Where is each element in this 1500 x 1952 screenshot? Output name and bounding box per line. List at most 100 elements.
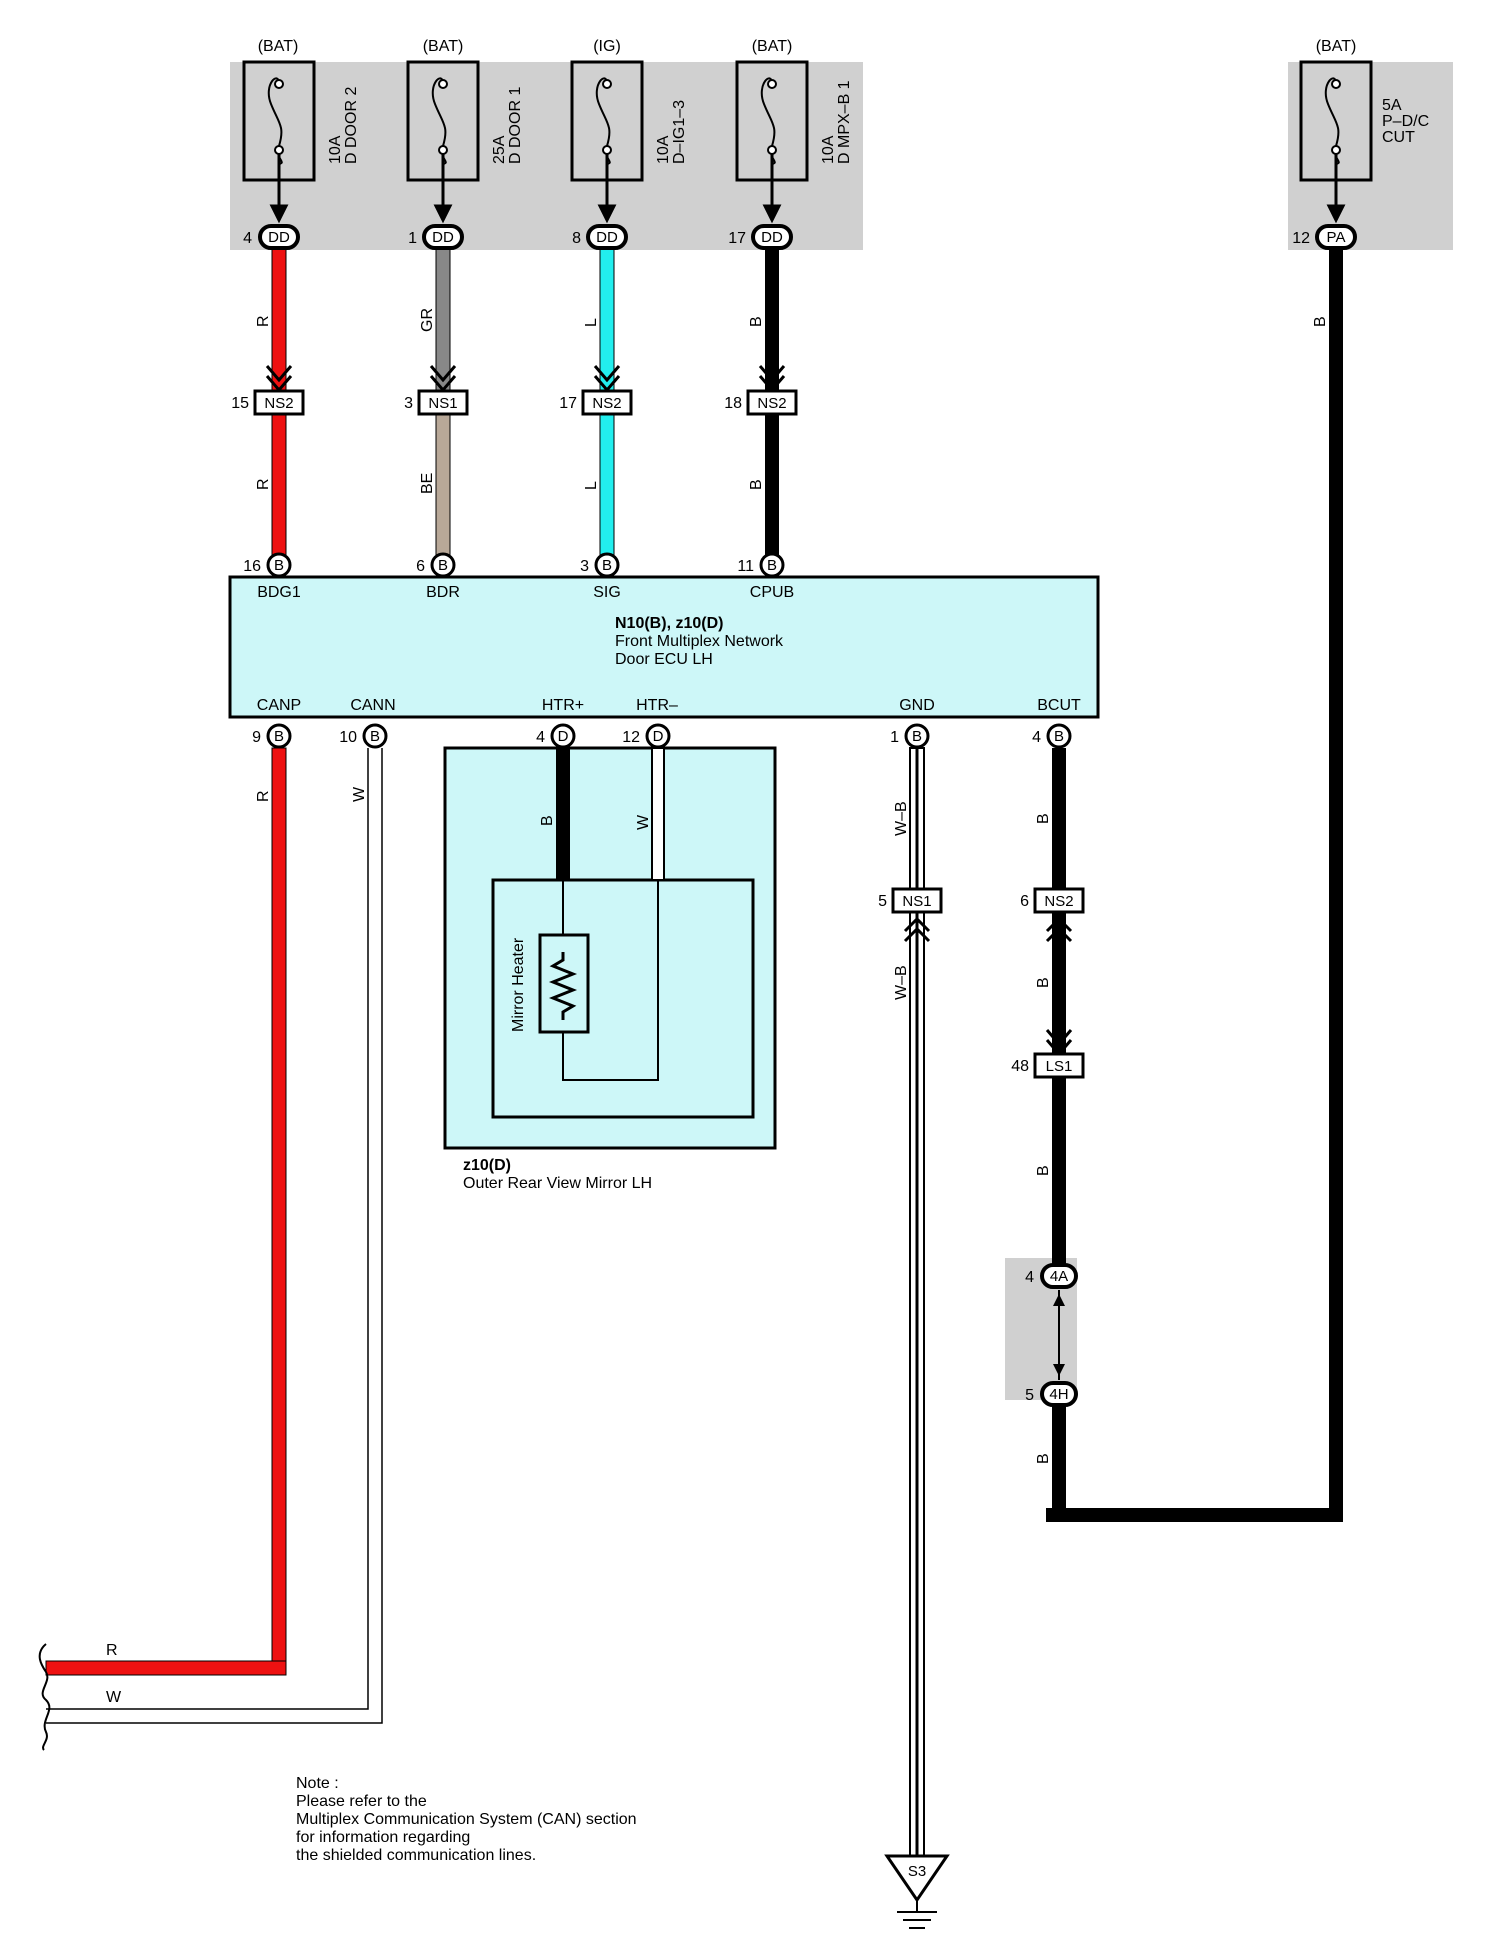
svg-text:B: B xyxy=(370,728,380,745)
svg-text:BDR: BDR xyxy=(426,584,460,601)
svg-text:6: 6 xyxy=(416,558,425,575)
svg-text:Please refer to the: Please refer to the xyxy=(296,1793,427,1810)
note-block: Note : Please refer to the Multiplex Com… xyxy=(296,1775,637,1864)
wire-break-mark xyxy=(38,1643,51,1751)
connector-dd-4: DD 17 xyxy=(728,224,793,250)
svg-text:B: B xyxy=(438,557,448,574)
connector-4a-4h-link xyxy=(1052,1285,1066,1385)
fuse-label-5-rating: 5A xyxy=(1382,97,1402,114)
fuse-arrows xyxy=(269,154,1346,224)
wire-cyan-mid xyxy=(599,412,615,557)
junction-chevrons-top xyxy=(265,365,786,393)
ecu-bottom-pins: B 9 B 10 D 4 D 12 B 1 B 4 xyxy=(252,723,1072,749)
svg-text:L: L xyxy=(583,481,600,490)
fuse-supply-2: (BAT) xyxy=(423,38,464,55)
svg-text:NS2: NS2 xyxy=(592,395,621,412)
svg-text:the shielded communication lin: the shielded communication lines. xyxy=(296,1847,536,1864)
connector-4h: 4H 5 xyxy=(1025,1381,1078,1407)
svg-text:PA: PA xyxy=(1327,229,1346,246)
ground-s3: S3 xyxy=(884,1854,950,1929)
junction-ns1-5: NS1 5 xyxy=(878,887,943,943)
svg-text:16: 16 xyxy=(243,558,261,575)
svg-text:SIG: SIG xyxy=(593,584,621,601)
svg-text:12: 12 xyxy=(1292,230,1310,247)
svg-text:DD: DD xyxy=(432,229,454,246)
ecu-bottom-terminal-names: CANP CANN HTR+ HTR– GND BCUT xyxy=(257,697,1081,714)
wire-gray-top xyxy=(435,244,451,394)
svg-text:B: B xyxy=(1054,728,1064,745)
fuse-supply-4: (BAT) xyxy=(752,38,793,55)
svg-text:4H: 4H xyxy=(1049,1386,1068,1403)
svg-text:LS1: LS1 xyxy=(1046,1058,1073,1075)
svg-text:CANP: CANP xyxy=(257,697,301,714)
fuse-supply-5: (BAT) xyxy=(1316,38,1357,55)
svg-text:Note :: Note : xyxy=(296,1775,339,1792)
ecu-box xyxy=(228,575,1100,719)
wire-color-gnd-top: W–B xyxy=(893,801,910,836)
wire-black-mid xyxy=(765,413,779,556)
svg-text:17: 17 xyxy=(559,395,577,412)
wire-cyan-top xyxy=(599,244,615,394)
fuse-label-5-name2: CUT xyxy=(1382,129,1415,146)
svg-text:NS2: NS2 xyxy=(264,395,293,412)
wire-gnd-wb xyxy=(909,747,925,1857)
svg-text:BCUT: BCUT xyxy=(1037,697,1081,714)
fuse-label-4: 10A D MPX–B 1 xyxy=(820,80,853,164)
svg-text:B: B xyxy=(767,557,777,574)
wire-cann-white xyxy=(46,748,383,1724)
svg-text:DD: DD xyxy=(268,229,290,246)
svg-text:GR: GR xyxy=(419,308,436,332)
svg-text:DD: DD xyxy=(596,229,618,246)
connector-dd-2: DD 1 xyxy=(408,224,464,250)
wire-htr-plus xyxy=(556,748,570,880)
svg-text:48: 48 xyxy=(1011,1058,1029,1075)
mirror-box xyxy=(443,746,777,1150)
wire-pa-black xyxy=(1046,245,1343,1522)
svg-text:1: 1 xyxy=(890,729,899,746)
svg-text:12: 12 xyxy=(622,729,640,746)
svg-text:3: 3 xyxy=(580,558,589,575)
wire-color-bcut-3: B xyxy=(1035,1165,1052,1176)
ecu-top-terminal-names: BDG1 BDR SIG CPUB xyxy=(257,584,794,601)
svg-text:17: 17 xyxy=(728,230,746,247)
can-out-w-label: W xyxy=(106,1689,122,1706)
junction-ns1-3: NS1 3 xyxy=(404,389,469,416)
mirror-inner-box xyxy=(491,878,755,1119)
ecu-name-2: Door ECU LH xyxy=(615,651,713,668)
svg-text:18: 18 xyxy=(724,395,742,412)
svg-text:9: 9 xyxy=(252,729,261,746)
junction-ns2-6: NS2 6 xyxy=(1020,887,1085,943)
svg-text:S3: S3 xyxy=(908,1863,926,1880)
wire-color-htr-minus: W xyxy=(635,814,652,830)
svg-text:B: B xyxy=(1312,316,1329,327)
svg-text:HTR–: HTR– xyxy=(636,697,678,714)
wire-color-bcut-1: B xyxy=(1035,813,1052,824)
svg-text:R: R xyxy=(255,478,272,490)
fuse-label-5-name: P–D/C xyxy=(1382,113,1429,130)
wire-black-top xyxy=(765,245,779,393)
svg-text:B: B xyxy=(748,316,765,327)
connector-dd-1: DD 4 xyxy=(243,224,300,250)
wire-color-canp: R xyxy=(255,790,272,802)
svg-text:Multiplex Communication System: Multiplex Communication System (CAN) sec… xyxy=(296,1811,637,1828)
svg-text:5: 5 xyxy=(878,893,887,910)
ecu-ref: N10(B), z10(D) xyxy=(615,615,723,632)
junction-ns2-17: NS2 17 xyxy=(559,389,633,416)
ecu-top-pins: B 16 B 6 B 3 B 11 xyxy=(243,552,785,578)
svg-text:NS2: NS2 xyxy=(757,395,786,412)
svg-text:BE: BE xyxy=(419,473,436,494)
connector-pa: PA 12 xyxy=(1292,224,1357,250)
svg-text:B: B xyxy=(912,728,922,745)
svg-text:4: 4 xyxy=(1032,729,1041,746)
svg-text:25A: 25A xyxy=(491,135,508,164)
svg-text:L: L xyxy=(583,318,600,327)
svg-text:GND: GND xyxy=(899,697,935,714)
mirror-name: Outer Rear View Mirror LH xyxy=(463,1175,652,1192)
wire-color-bcut-2: B xyxy=(1035,977,1052,988)
svg-text:5: 5 xyxy=(1025,1387,1034,1404)
svg-text:D DOOR 2: D DOOR 2 xyxy=(343,87,360,164)
mirror-internal-wiring xyxy=(562,880,659,1081)
svg-text:HTR+: HTR+ xyxy=(542,697,584,714)
junction-block-dd xyxy=(230,62,863,250)
